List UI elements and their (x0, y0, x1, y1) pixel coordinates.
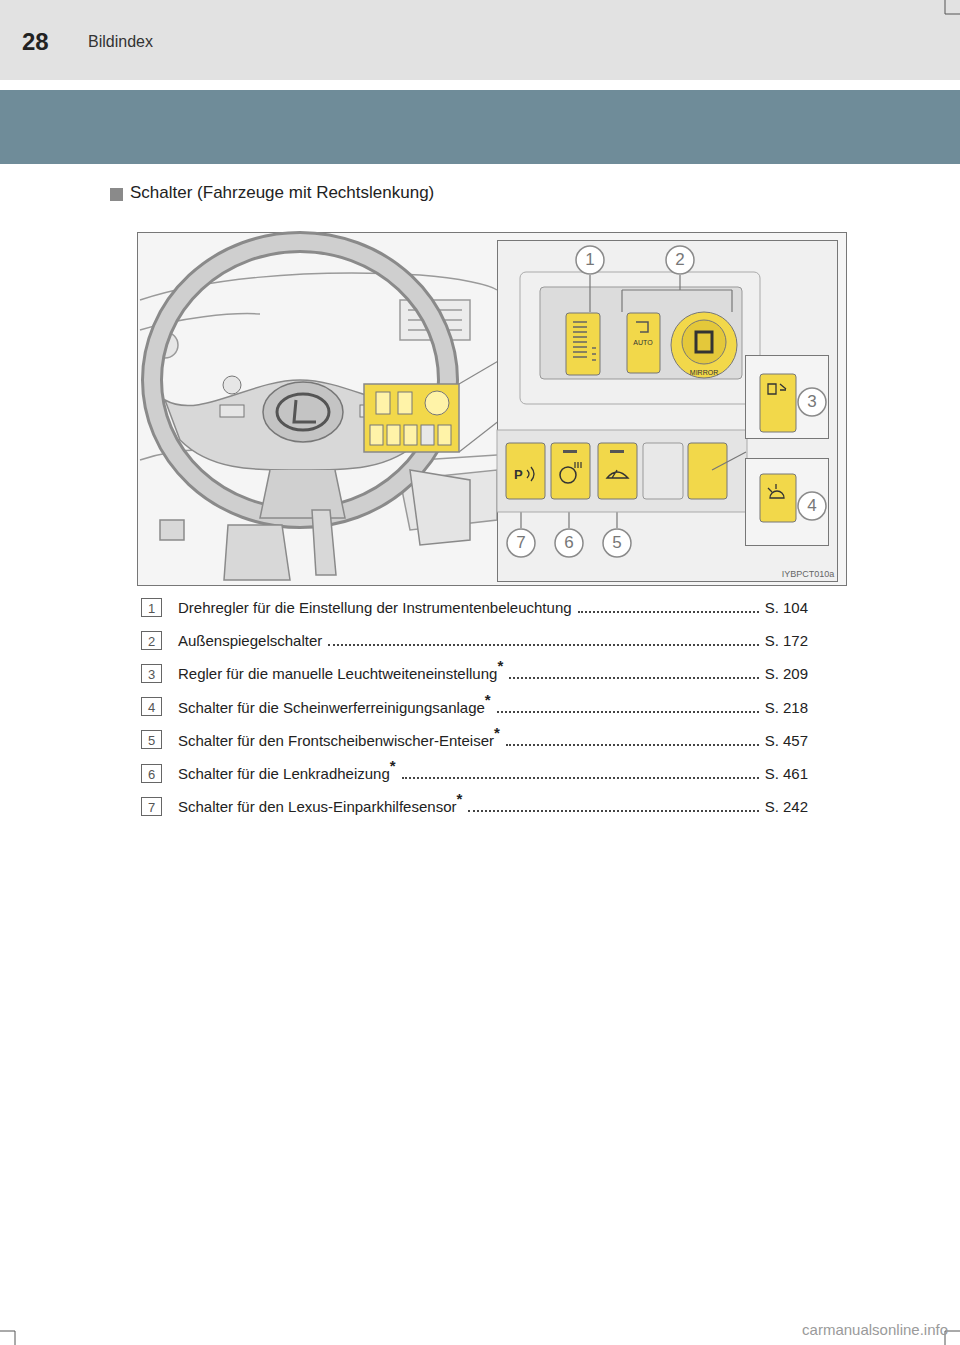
small-inset (746, 459, 829, 546)
wiper-icon (607, 470, 628, 478)
page-reference: S. 104 (765, 598, 808, 618)
page-reference: S. 209 (765, 664, 808, 684)
item-text: Schalter für den Lexus-Einparkhilfesenso… (178, 797, 456, 817)
dot-leader (328, 643, 758, 646)
callout-number: 3 (807, 392, 816, 412)
index-row: 3 Regler für die manuelle Leuchtweitenein… (141, 662, 808, 684)
figure-code: IYBPCT010a (782, 569, 835, 579)
index-row: 2 Außenspiegelschalter S. 172 (141, 629, 808, 651)
header-band (0, 90, 960, 164)
callout-circles (507, 246, 826, 557)
section-heading: Schalter (Fahrzeuge mit Rechtslenkung) (130, 183, 434, 203)
dimmer-dial (566, 313, 600, 375)
mirror-dial-mark (696, 332, 712, 352)
index-row: 4 Schalter für die Scheinwerferreinigungs… (141, 696, 808, 718)
item-text: Drehregler für die Einstellung der Instr… (178, 598, 572, 618)
heat-lines (575, 462, 581, 468)
inset-pointer (712, 452, 746, 470)
index-row: 7 Schalter für den Lexus-Einparkhilfesens… (141, 795, 808, 817)
upper-panel-bezel (520, 272, 760, 404)
footnote-star: * (494, 727, 500, 739)
running-header: Bildindex (88, 33, 153, 51)
item-number: 6 (141, 764, 162, 783)
page-reference: S. 172 (765, 631, 808, 651)
item-text: Schalter für die Lenkradheizung (178, 764, 390, 784)
steering-wheel (152, 242, 448, 518)
index-row: 1 Drehregler für die Einstellung der Inst… (141, 596, 808, 618)
lower-panel (497, 430, 747, 512)
watermark: carmanualsonline.info (802, 1321, 948, 1338)
headlamp-cleaner-switch (760, 474, 796, 522)
dot-leader (468, 809, 758, 812)
parking-sensor-switch (506, 443, 545, 499)
pedals (160, 470, 470, 580)
header-bar (0, 0, 960, 80)
callout-number: 2 (675, 250, 684, 270)
footnote-star: * (497, 660, 503, 672)
item-number: 1 (141, 598, 162, 617)
small-inset (746, 356, 829, 439)
item-text: Regler für die manuelle Leuchtweiteneins… (178, 664, 497, 684)
illustration-frame (138, 233, 847, 586)
blank-switch (643, 443, 683, 499)
wiper-deicer-switch (598, 443, 637, 499)
upper-panel (540, 287, 742, 379)
callout-leaders (521, 275, 732, 528)
index-row: 6 Schalter für die Lenkradheizung* S. 461 (141, 762, 808, 784)
index-row: 5 Schalter für den Frontscheibenwischer-E… (141, 729, 808, 751)
item-number: 7 (141, 797, 162, 816)
dot-leader (497, 710, 759, 713)
section-bullet (110, 188, 123, 201)
item-number: 5 (141, 730, 162, 749)
item-text: Außenspiegelschalter (178, 631, 322, 651)
switch-label: MIRROR (690, 369, 718, 376)
footnote-star: * (456, 793, 462, 805)
item-text: Schalter für den Frontscheibenwischer-En… (178, 731, 494, 751)
callout-number: 6 (564, 533, 573, 553)
item-number: 2 (141, 631, 162, 650)
parking-waves (527, 467, 534, 481)
page-reference: S. 242 (765, 797, 808, 817)
inset-frame (498, 241, 838, 582)
mirror-fold-icon (636, 322, 648, 332)
steering-heater-switch (551, 443, 590, 499)
callout-number: 5 (612, 533, 621, 553)
mirror-dial-inner (682, 320, 726, 364)
page-reference: S. 457 (765, 731, 808, 751)
item-number: 4 (141, 697, 162, 716)
indicator (563, 450, 577, 453)
dot-leader (509, 676, 758, 679)
highlighted-switch (688, 443, 727, 499)
dimmer-ribs (573, 322, 596, 360)
callout-number: 4 (807, 496, 816, 516)
switch-panel-highlight (364, 360, 500, 452)
callout-number: 1 (585, 250, 594, 270)
mirror-dial (671, 312, 737, 378)
level-icon (768, 384, 786, 394)
footnote-star: * (390, 760, 396, 772)
item-number: 3 (141, 664, 162, 683)
footnote-star: * (485, 694, 491, 706)
dot-leader (402, 776, 759, 779)
headlight-level-switch (760, 374, 796, 432)
page-number: 28 (22, 28, 49, 56)
item-text: Schalter für die Scheinwerferreinigungsa… (178, 698, 485, 718)
indicator (610, 450, 624, 453)
mirror-fold-switch (627, 313, 660, 373)
parking-icon: P (514, 467, 523, 482)
page-reference: S. 218 (765, 698, 808, 718)
heater-icon (560, 467, 576, 483)
switch-label: AUTO (633, 339, 652, 346)
page-reference: S. 461 (765, 764, 808, 784)
cleaner-icon (768, 484, 784, 498)
callout-number: 7 (516, 533, 525, 553)
dot-leader (506, 743, 759, 746)
dot-leader (578, 610, 759, 613)
